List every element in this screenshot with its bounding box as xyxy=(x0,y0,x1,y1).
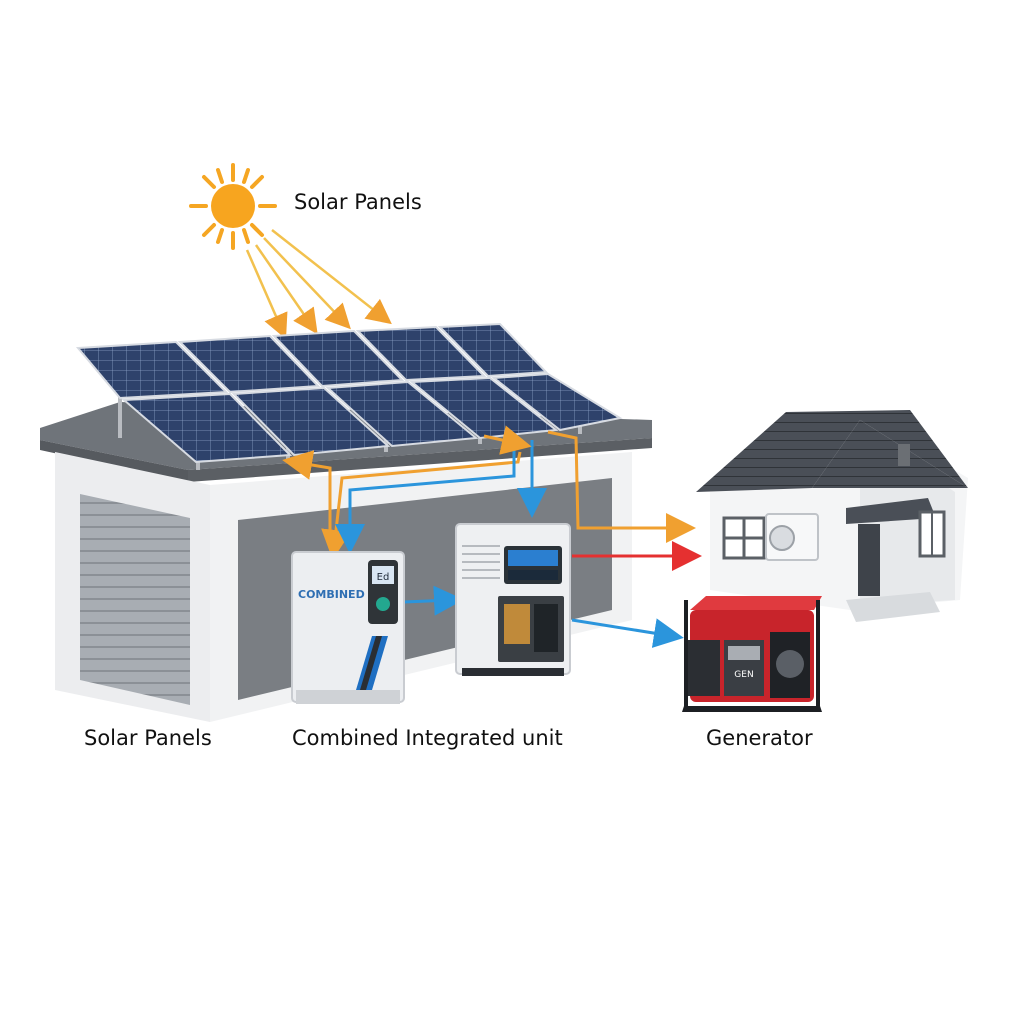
solar-panel-array xyxy=(75,322,623,470)
label-generator: Generator xyxy=(706,726,813,750)
generator-badge-text: GEN xyxy=(734,670,753,680)
unit-screen-text: Ed xyxy=(377,572,390,583)
sun-rays xyxy=(245,229,392,340)
energy-flow-lines xyxy=(282,425,702,648)
combined-unit-inverter: Ed COMBINED xyxy=(291,551,405,704)
label-solar-panels-top: Solar Panels xyxy=(294,190,422,214)
sun-icon xyxy=(189,163,277,250)
garage-door xyxy=(80,494,190,705)
house xyxy=(696,410,968,622)
portable-generator: GEN xyxy=(682,596,822,712)
unit-brand-text: COMBINED xyxy=(298,588,365,601)
label-solar-panels-bottom: Solar Panels xyxy=(84,726,212,750)
label-combined-unit: Combined Integrated unit xyxy=(292,726,563,750)
combined-unit-controller xyxy=(455,523,571,676)
